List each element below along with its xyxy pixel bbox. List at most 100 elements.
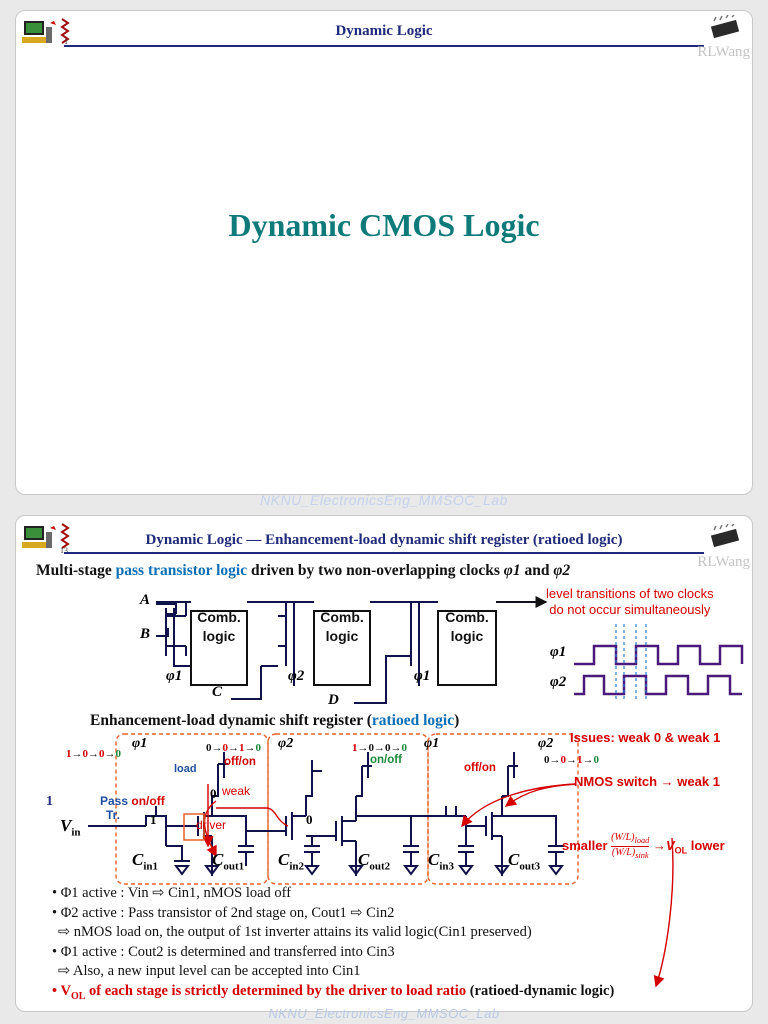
seq-bit: 0: [115, 748, 122, 760]
comb-label: logic: [325, 628, 359, 644]
cap-symbol: C: [212, 850, 224, 869]
cap-symbol: C: [508, 850, 520, 869]
input-b: B: [140, 626, 151, 642]
pass-on-off: on/off: [131, 794, 165, 808]
cap-subscript: in2: [289, 860, 305, 873]
seq-stage2: 1→0→0→0: [352, 742, 407, 754]
seq-bit: 0: [385, 742, 391, 754]
weak-label: weak: [222, 784, 251, 798]
seq-bit: 0: [82, 748, 89, 760]
slide-header: Dynamic Logic: [335, 23, 433, 39]
seq-bit: 0: [255, 742, 262, 754]
comb-label: Comb.: [197, 609, 241, 625]
input-a: A: [140, 592, 151, 608]
cap-subscript: in1: [143, 860, 159, 873]
comb-label: Comb.: [320, 609, 364, 625]
clock-note-line-2: do not occur simultaneously: [549, 602, 711, 617]
explanation-notes: • Φ1 active : Vin ⇨ Cin1, nMOS load off …: [52, 884, 614, 1006]
clock-note-line-1: level transitions of two clocks: [546, 586, 714, 601]
note-line: ⇨ Also, a new input level can be accepte…: [58, 963, 361, 980]
phi2-waveform-label: φ2: [550, 674, 567, 690]
sr-title-part: ): [454, 712, 460, 729]
cap-symbol: C: [428, 850, 440, 869]
page-number: 13: [60, 546, 68, 555]
clock-dashed-guides: [615, 624, 647, 702]
pass-logic-chain: [156, 601, 546, 704]
vol-subscript: OL: [70, 990, 86, 1002]
phi2-symbol: φ2: [553, 562, 571, 579]
issues-note: Issues: weak 0 & weak 1: [570, 730, 721, 745]
seq-bit: 0: [99, 748, 105, 760]
node-zero: 0: [210, 786, 217, 801]
cin1-label: Cin1: [132, 850, 158, 872]
ratio-fraction: (W/L)load(W/L)sink: [611, 832, 650, 860]
phi2-label: φ2: [288, 668, 305, 684]
seq-bit: 0: [206, 742, 212, 754]
smaller-ratio-note: smaller (W/L)load(W/L)sink →VOL lower: [562, 832, 725, 860]
seq-bit: 0: [368, 742, 375, 754]
chip-logo-icon: [710, 524, 740, 548]
input-d: D: [328, 692, 339, 708]
bullet: •: [52, 982, 61, 999]
driver-label: driver: [196, 818, 227, 832]
on-off-label: on/off: [370, 754, 402, 766]
input-one: 1: [46, 794, 53, 809]
computer-logo-icon: [22, 526, 56, 548]
slide-1: 1 Dynamic Logic RLWang Dynamic CMOS Logi…: [15, 10, 753, 495]
note-line: ⇨ nMOS load on, the output of 1st invert…: [58, 924, 532, 941]
seq-bit: 0: [544, 754, 550, 766]
vin-symbol: V: [60, 816, 72, 835]
sr-title-highlight: ratioed logic: [371, 712, 455, 729]
cout2-label: Cout2: [358, 850, 390, 872]
header-rule: [64, 552, 704, 554]
cap-subscript: out2: [369, 860, 391, 873]
phi2-label: φ2: [278, 736, 294, 751]
seq-bit: 1: [239, 742, 245, 754]
chip-logo-icon: [710, 15, 740, 39]
off-on-label: off/on: [464, 762, 496, 774]
seq-stage3: 0→0→1→0: [544, 754, 599, 766]
weak-path-arrows: [202, 783, 674, 988]
phi1-label: φ1: [424, 736, 440, 751]
comb-logic-3: Comb.logic: [438, 608, 496, 646]
vin-subscript: in: [71, 826, 81, 839]
rlwang-logo-text: RLWang: [697, 554, 750, 570]
computer-logo-icon: [22, 21, 56, 43]
clock-note: level transitions of two clocks do not o…: [546, 586, 714, 618]
cap-subscript: out3: [519, 860, 541, 873]
seq-bit: 0: [401, 742, 408, 754]
comb-label: Comb.: [445, 609, 489, 625]
cin2-label: Cin2: [278, 850, 304, 872]
seq-bit: 0: [560, 754, 567, 766]
seq-stage1: 0→0→1→0: [206, 742, 261, 754]
seq-bit: 1: [577, 754, 583, 766]
page-number: 1: [64, 37, 68, 46]
nmos-switch-note: NMOS switch → weak 1: [574, 774, 720, 789]
seq-bit: 1: [66, 748, 72, 760]
seq-bit: 1: [352, 742, 358, 754]
slide-header: Dynamic Logic — Enhancement-load dynamic…: [145, 532, 623, 548]
cap-subscript: out1: [223, 860, 245, 873]
note-line: • Φ1 active : Vin ⇨ Cin1, nMOS load off: [52, 885, 292, 901]
phi1-label: φ1: [132, 736, 148, 751]
seq-input: 1→0→0→0: [66, 748, 121, 760]
cout1-label: Cout1: [212, 850, 244, 872]
node-one: 1: [150, 812, 157, 827]
slide-2: 13 Dynamic Logic — Enhancement-load dyna…: [15, 515, 753, 1012]
shift-register-title: Enhancement-load dynamic shift register …: [90, 712, 459, 730]
node-zero-2: 0: [306, 812, 313, 827]
note-emphasis: of each stage is strictly determined by …: [85, 982, 467, 999]
phi1-label: φ1: [414, 668, 431, 684]
slide-subtitle: Multi-stage pass transistor logic driven…: [36, 562, 570, 580]
cap-symbol: C: [358, 850, 370, 869]
cap-subscript: in3: [439, 860, 455, 873]
circuit-diagrams: [88, 596, 744, 988]
slide1-footer: NKNU_ElectronicsEng_MMSOC_Lab: [260, 492, 508, 508]
smaller-label: smaller: [562, 837, 608, 853]
input-c: C: [212, 684, 223, 700]
vol-symbol: V: [665, 837, 675, 853]
header-rule: [64, 45, 704, 47]
phi1-label: φ1: [166, 668, 183, 684]
vertical-logo-mark-icon: [60, 18, 70, 44]
